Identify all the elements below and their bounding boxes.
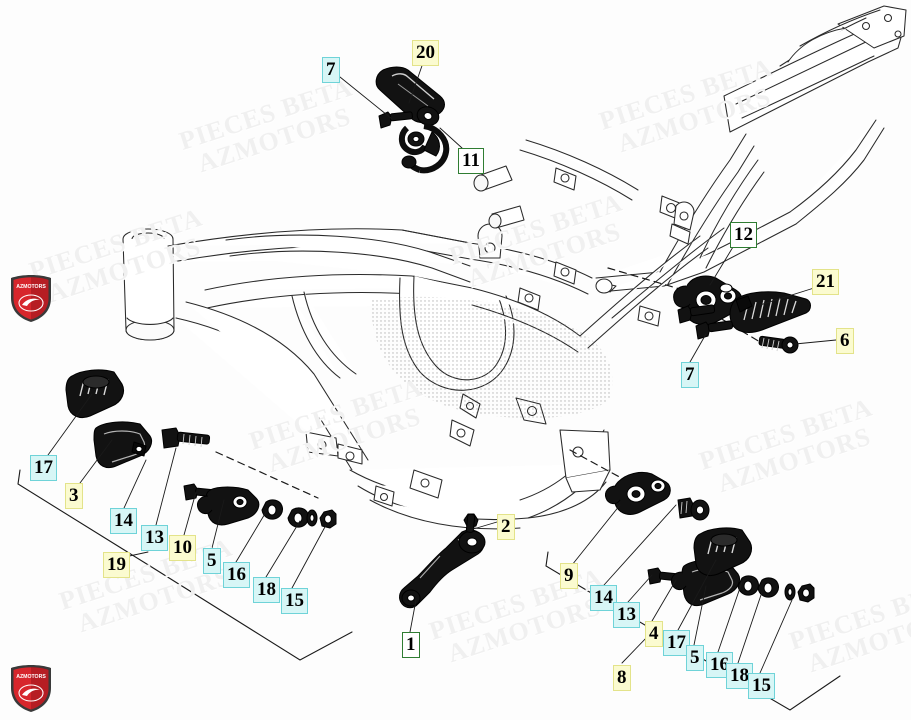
- leader-line: [265, 520, 301, 578]
- part-number-label-15[interactable]: 15: [748, 673, 775, 699]
- leader-line: [439, 127, 463, 149]
- leader-line: [737, 591, 763, 664]
- part-number-label-15[interactable]: 15: [281, 588, 308, 614]
- part-number-label-5[interactable]: 5: [686, 645, 704, 671]
- svg-text:AZMOTORS: AZMOTORS: [16, 284, 46, 290]
- leader-line: [603, 504, 677, 586]
- part-number-label-7[interactable]: 7: [322, 57, 340, 83]
- leader-line: [794, 339, 837, 345]
- part-number-label-5[interactable]: 5: [203, 548, 221, 574]
- leader-line: [183, 491, 197, 536]
- leader-line: [717, 581, 743, 653]
- part-number-label-21[interactable]: 21: [812, 269, 839, 295]
- part-number-label-16[interactable]: 16: [223, 562, 250, 588]
- part-number-label-8[interactable]: 8: [613, 665, 631, 691]
- part-number-label-13[interactable]: 13: [613, 602, 640, 628]
- part-number-label-17[interactable]: 17: [30, 455, 57, 481]
- part-number-label-13[interactable]: 13: [141, 525, 168, 551]
- leader-line: [677, 559, 717, 631]
- leader-line: [627, 574, 653, 603]
- leader-line: [79, 439, 113, 484]
- part-number-label-18[interactable]: 18: [253, 577, 280, 603]
- part-number-label-14[interactable]: 14: [110, 508, 137, 534]
- part-number-label-19[interactable]: 19: [103, 552, 130, 578]
- leader-line: [693, 585, 707, 646]
- leader-line: [409, 599, 417, 633]
- part-number-label-2[interactable]: 2: [497, 514, 515, 540]
- part-number-label-1[interactable]: 1: [402, 632, 420, 658]
- part-number-label-6[interactable]: 6: [836, 328, 854, 354]
- part-number-label-14[interactable]: 14: [590, 585, 617, 611]
- leader-line: [408, 59, 425, 104]
- part-number-label-12[interactable]: 12: [730, 222, 757, 248]
- leader-line: [571, 504, 621, 566]
- leader-line: [47, 393, 93, 456]
- leader-line: [759, 599, 793, 674]
- leader-line: [339, 76, 393, 120]
- leader-line: [689, 333, 707, 363]
- part-number-label-4[interactable]: 4: [645, 621, 663, 647]
- part-number-label-20[interactable]: 20: [412, 40, 439, 66]
- svg-text:AZMOTORS: AZMOTORS: [16, 674, 46, 680]
- leader-line: [211, 499, 225, 549]
- leader-line: [651, 579, 677, 622]
- part-number-label-11[interactable]: 11: [458, 148, 484, 174]
- part-number-label-10[interactable]: 10: [169, 535, 196, 561]
- leader-line: [123, 459, 147, 509]
- part-number-label-9[interactable]: 9: [560, 563, 578, 589]
- part-number-label-3[interactable]: 3: [65, 483, 83, 509]
- azmotors-shield-logo: AZMOTORS: [8, 272, 54, 324]
- leader-line: [469, 521, 498, 531]
- leader-line: [709, 241, 737, 286]
- leader-line: [235, 511, 267, 563]
- leader-line: [291, 524, 327, 589]
- leader-line: [155, 447, 177, 526]
- part-number-label-7[interactable]: 7: [681, 362, 699, 388]
- leader-line: [759, 287, 815, 306]
- part-number-label-17[interactable]: 17: [663, 630, 690, 656]
- azmotors-shield-logo: AZMOTORS: [8, 662, 54, 714]
